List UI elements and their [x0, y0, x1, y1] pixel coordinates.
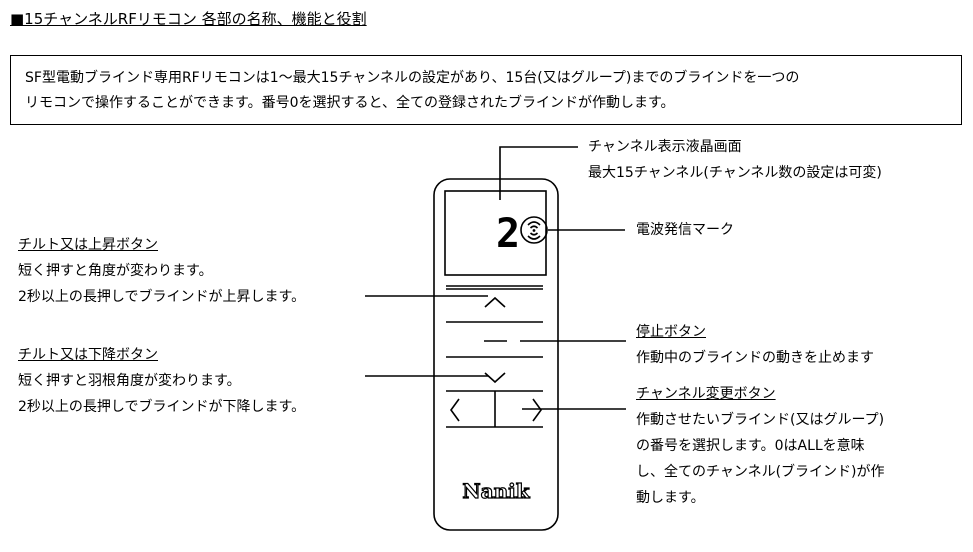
up-annotation: チルト又は上昇ボタン 短く押すと角度が変わります。 2秒以上の長押しでブラインド…: [18, 232, 305, 310]
page-title: ■15チャンネルRFリモコン 各部の名称、機能と役割: [10, 10, 367, 28]
stop-title: 停止ボタン: [636, 324, 706, 340]
intro-line-2: リモコンで操作することができます。番号0を選択すると、全ての登録されたブラインド…: [25, 95, 675, 111]
signal-annotation: 電波発信マーク: [636, 217, 734, 243]
up-title: チルト又は上昇ボタン: [18, 237, 158, 253]
leader-lines: [365, 146, 626, 410]
channel-line-4: 動します。: [636, 490, 705, 506]
intro-line-1: SF型電動ブラインド専用RFリモコンは1～最大15チャンネルの設定があり、15台…: [25, 70, 800, 86]
intro-box: SF型電動ブラインド専用RFリモコンは1～最大15チャンネルの設定があり、15台…: [10, 55, 962, 125]
channel-annotation: チャンネル変更ボタン 作動させたいブラインド(又はグループ) の番号を選択します…: [636, 381, 885, 511]
stop-button[interactable]: [446, 340, 543, 358]
channel-next-button[interactable]: [532, 398, 542, 422]
up-line-1: 短く押すと角度が変わります。: [18, 263, 213, 279]
brand-logo: Nanik: [462, 479, 530, 503]
channel-line-3: し、全てのチャンネル(ブラインド)が作: [636, 464, 885, 480]
channel-change-buttons: [446, 391, 543, 428]
stop-annotation: 停止ボタン 作動中のブラインドの動きを止めます: [636, 319, 874, 371]
lcd-annotation: チャンネル表示液晶画面 最大15チャンネル(チャンネル数の設定は可変): [588, 134, 882, 186]
channel-number: 2: [496, 211, 520, 257]
tilt-up-button[interactable]: [446, 285, 543, 323]
channel-line-2: の番号を選択します。0はALLを意味: [636, 438, 865, 454]
remote-body: [433, 178, 559, 531]
channel-prev-button[interactable]: [450, 398, 460, 422]
signal-title: 電波発信マーク: [636, 222, 734, 238]
up-line-2: 2秒以上の長押しでブラインドが上昇します。: [18, 289, 306, 305]
chevron-down-icon: [484, 372, 506, 384]
down-annotation: チルト又は下降ボタン 短く押すと羽根角度が変わります。 2秒以上の長押しでブライ…: [18, 342, 305, 420]
down-line-2: 2秒以上の長押しでブラインドが下降します。: [18, 399, 306, 415]
down-line-1: 短く押すと羽根角度が変わります。: [18, 373, 241, 389]
chevron-up-icon: [484, 296, 506, 308]
channel-line-1: 作動させたいブラインド(又はグループ): [636, 412, 885, 428]
signal-icon: [520, 216, 548, 244]
lcd-title: チャンネル表示液晶画面: [588, 139, 742, 155]
lcd-desc: 最大15チャンネル(チャンネル数の設定は可変): [588, 165, 882, 181]
down-title: チルト又は下降ボタン: [18, 347, 158, 363]
channel-title: チャンネル変更ボタン: [636, 386, 776, 402]
stop-desc: 作動中のブラインドの動きを止めます: [636, 350, 874, 366]
